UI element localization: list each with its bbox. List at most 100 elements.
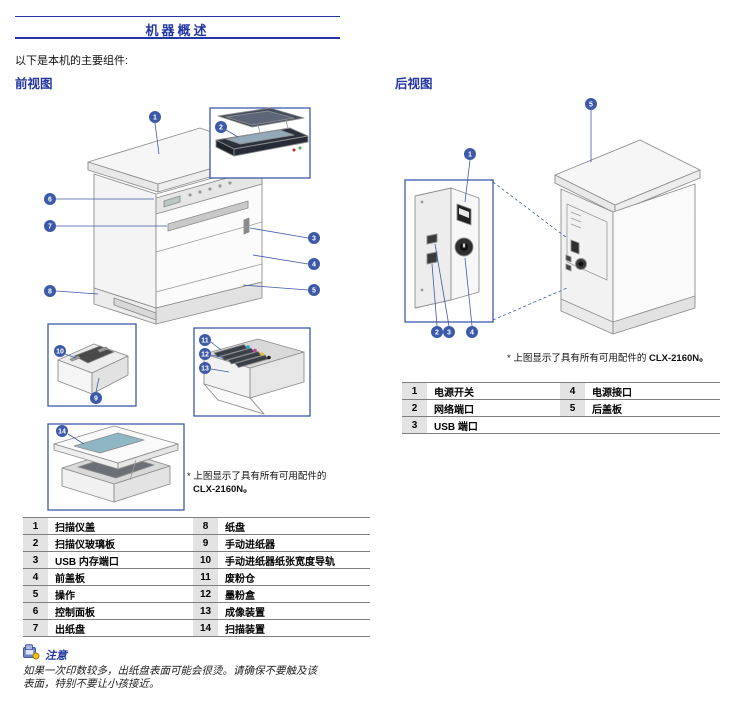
svg-text:10: 10: [56, 349, 64, 356]
svg-text:3: 3: [447, 330, 451, 337]
part-number: 11: [193, 568, 218, 586]
header-rule-top: [15, 16, 340, 17]
part-number: 4: [560, 382, 585, 400]
note-icon: [23, 644, 40, 665]
callout-2: 2: [215, 121, 227, 133]
part-number: 6: [23, 602, 48, 620]
part-label: 网络端口: [427, 399, 560, 417]
part-number: 5: [560, 399, 585, 417]
svg-text:2: 2: [219, 125, 223, 132]
table-row: 3 USB 端口: [402, 416, 720, 434]
part-number: [560, 416, 585, 434]
callout-7: 7: [44, 220, 56, 232]
part-number: 5: [23, 585, 48, 603]
callout-11: 11: [199, 334, 211, 346]
part-number: 3: [23, 551, 48, 569]
table-row: 6 控制面板 13 成像装置: [23, 602, 370, 620]
rear-callout-1: 1: [464, 148, 476, 160]
svg-text:12: 12: [201, 352, 209, 359]
part-number: 13: [193, 602, 218, 620]
table-row: 5 操作 12 墨粉盒: [23, 585, 370, 603]
manual-feeder-inset: [47, 323, 137, 407]
callout-12: 12: [199, 348, 211, 360]
part-label: 手动进纸器: [218, 534, 370, 552]
part-label: 控制面板: [48, 602, 193, 620]
callout-3: 3: [308, 232, 320, 244]
table-row: 1 扫描仪盖 8 纸盘: [23, 517, 370, 535]
front-view-heading: 前视图: [15, 77, 53, 91]
part-label: 墨粉盒: [218, 585, 370, 603]
callout-8: 8: [44, 285, 56, 297]
part-label: USB 内存端口: [48, 551, 193, 569]
svg-text:2: 2: [435, 330, 439, 337]
part-label: 出纸盘: [48, 619, 193, 637]
printer-rear-illustration: [554, 139, 701, 335]
part-label: 扫描仪盖: [48, 517, 193, 535]
intro-text: 以下是本机的主要组件:: [15, 55, 129, 67]
part-number: 4: [23, 568, 48, 586]
svg-text:4: 4: [470, 330, 474, 337]
table-row: 1 电源开关 4 电源接口: [402, 382, 720, 400]
svg-text:13: 13: [201, 366, 209, 373]
part-label: 扫描装置: [218, 619, 370, 637]
part-number: 14: [193, 619, 218, 637]
callout-1: 1: [149, 111, 161, 123]
part-number: 9: [193, 534, 218, 552]
rear-callout-3: 3: [443, 326, 455, 338]
table-row: 3 USB 内存端口 10 手动进纸器纸张宽度导轨: [23, 551, 370, 569]
table-row: 2 扫描仪玻璃板 9 手动进纸器: [23, 534, 370, 552]
part-label: USB 端口: [427, 416, 560, 434]
callout-14: 14: [56, 425, 68, 437]
callout-13: 13: [199, 362, 211, 374]
part-number: 2: [23, 534, 48, 552]
rear-view-illustration: 1 2 3 4 5: [404, 98, 701, 338]
rear-callout-2: 2: [431, 326, 443, 338]
part-number: 10: [193, 551, 218, 569]
part-label: 前盖板: [48, 568, 193, 586]
callout-4: 4: [308, 258, 320, 270]
rear-callout-5: 5: [585, 98, 597, 110]
callout-6: 6: [44, 193, 56, 205]
front-view-note: * 上图显示了具有所有可用配件的 CLX-2160N。: [187, 471, 327, 496]
svg-text:11: 11: [201, 338, 209, 345]
rear-view-note: * 上图显示了具有所有可用配件的 CLX-2160N。: [507, 353, 709, 364]
front-leader-lines: [55, 122, 309, 445]
notice-block: 注意 如果一次印数较多，出纸盘表面可能会很烫。请确保不要触及该 表面，特别不要让…: [23, 644, 723, 691]
callout-10: 10: [54, 345, 66, 357]
part-label: 纸盘: [218, 517, 370, 535]
scanner-glass-inset: [209, 107, 311, 179]
notice-text: 如果一次印数较多，出纸盘表面可能会很烫。请确保不要触及该 表面，特别不要让小孩接…: [23, 665, 317, 691]
svg-text:1: 1: [468, 152, 472, 159]
rear-leader-lines: [431, 110, 592, 327]
svg-text:7: 7: [48, 224, 52, 231]
part-number: 3: [402, 416, 427, 434]
rear-parts-table: 1 电源开关 4 电源接口 2 网络端口 5 后盖板 3 USB 端口: [402, 382, 720, 434]
header-rule-bottom: [15, 37, 340, 39]
front-view-diagram: 1 2 3 4 5 6 7 8 9 10 11 12 13 14 * 上图显示了…: [18, 92, 375, 516]
part-number: 7: [23, 619, 48, 637]
rear-dashed-connectors: [492, 181, 568, 321]
front-parts-table: 1 扫描仪盖 8 纸盘 2 扫描仪玻璃板 9 手动进纸器 3 USB 内存端口 …: [23, 517, 370, 637]
part-label: 成像装置: [218, 602, 370, 620]
table-row: 4 前盖板 11 废粉仓: [23, 568, 370, 586]
part-label: 扫描仪玻璃板: [48, 534, 193, 552]
scan-unit-inset: [47, 423, 185, 511]
svg-text:5: 5: [589, 102, 593, 109]
svg-text:4: 4: [312, 262, 316, 269]
front-view-illustration: 1 2 3 4 5 6 7 8 9 10 11 12 13 14: [44, 107, 320, 511]
callout-5: 5: [308, 284, 320, 296]
part-label: 后盖板: [585, 399, 720, 417]
svg-text:5: 5: [312, 288, 316, 295]
svg-text:8: 8: [48, 289, 52, 296]
svg-text:14: 14: [58, 429, 66, 436]
svg-text:3: 3: [312, 236, 316, 243]
part-number: 1: [402, 382, 427, 400]
table-row: 2 网络端口 5 后盖板: [402, 399, 720, 417]
svg-text:9: 9: [94, 396, 98, 403]
part-number: 8: [193, 517, 218, 535]
rear-view-heading: 后视图: [395, 77, 433, 91]
table-row: 7 出纸盘 14 扫描装置: [23, 619, 370, 637]
notice-label: 注意: [45, 649, 67, 662]
part-label: 电源接口: [585, 382, 720, 400]
svg-text:6: 6: [48, 197, 52, 204]
